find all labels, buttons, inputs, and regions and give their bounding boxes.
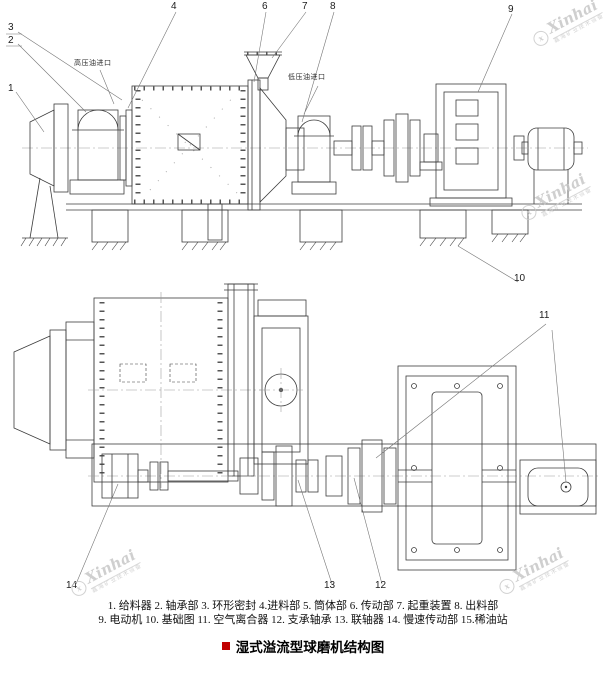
red-square-icon bbox=[221, 642, 230, 650]
mill-shell-plan bbox=[88, 292, 262, 488]
callout-1: 1 bbox=[8, 83, 14, 94]
front-view-leader-lines bbox=[6, 11, 519, 283]
discharge-bearing-front bbox=[285, 115, 337, 195]
callout-3: 3 bbox=[8, 22, 14, 33]
callout-4: 4 bbox=[171, 1, 177, 12]
drive-train-front bbox=[333, 113, 443, 183]
foundation-front bbox=[66, 203, 582, 251]
front-view bbox=[6, 11, 588, 283]
parts-legend: 1. 给料器 2. 轴承部 3. 环形密封 4.进料部 5. 筒体部 6. 传动… bbox=[0, 599, 606, 627]
callout-9: 9 bbox=[508, 4, 514, 15]
legend-line-2: 9. 电动机 10. 基础图 11. 空气离合器 12. 支承轴承 13. 联轴… bbox=[98, 614, 508, 626]
feeder-front bbox=[20, 103, 69, 247]
motor-front bbox=[513, 127, 583, 204]
gear-plan bbox=[253, 299, 309, 465]
title-text: 湿式溢流型球磨机结构图 bbox=[235, 640, 385, 655]
diagram-title: 湿式溢流型球磨机结构图 bbox=[0, 636, 606, 656]
feeder-plan bbox=[13, 321, 95, 459]
label-low-pressure-oil-inlet: 低压油进口 bbox=[288, 74, 326, 81]
plan-view-leader-lines bbox=[75, 323, 567, 585]
callout-13: 13 bbox=[324, 580, 336, 591]
callout-12: 12 bbox=[375, 580, 387, 591]
callout-14: 14 bbox=[66, 580, 78, 591]
callout-6: 6 bbox=[262, 1, 268, 12]
left-bearing-front bbox=[69, 109, 133, 195]
label-high-pressure-oil-inlet: 高压油进口 bbox=[74, 60, 112, 67]
clutch-housing-plan bbox=[397, 365, 517, 571]
callout-7: 7 bbox=[302, 1, 308, 12]
drive-train-plan bbox=[88, 439, 600, 513]
drive-frame-front bbox=[429, 83, 513, 207]
top-funnel bbox=[244, 51, 282, 91]
plan-view bbox=[13, 283, 600, 585]
legend-line-1: 1. 给料器 2. 轴承部 3. 环形密封 4.进料部 5. 筒体部 6. 传动… bbox=[107, 600, 499, 612]
discharge-pipe-plan bbox=[224, 283, 258, 477]
callout-10: 10 bbox=[514, 273, 526, 284]
callout-2: 2 bbox=[8, 35, 14, 46]
callout-11: 11 bbox=[539, 310, 550, 321]
mill-shell-front bbox=[131, 79, 287, 241]
callout-8: 8 bbox=[330, 1, 336, 12]
